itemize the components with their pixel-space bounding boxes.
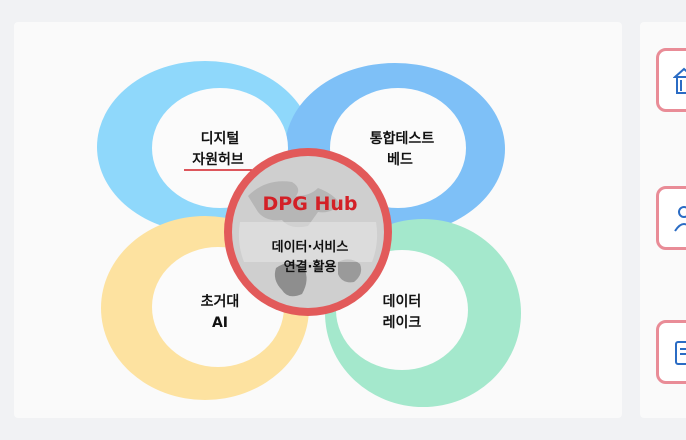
- building-icon-card[interactable]: [656, 48, 686, 112]
- people-icon-card[interactable]: [656, 186, 686, 250]
- node-label-bottom-left-2: AI: [212, 315, 228, 331]
- document-icon-card[interactable]: [656, 320, 686, 384]
- document-icon: [675, 341, 686, 365]
- people-icon: [674, 206, 686, 232]
- hub-title: DPG Hub: [263, 193, 358, 215]
- node-label-top-left-1: 디지털: [201, 130, 240, 147]
- globe-continent-east: [338, 259, 362, 283]
- hub-center: DPG Hub 데이터·서비스 연결·활용: [224, 148, 392, 316]
- node-label-bottom-right-1: 데이터: [383, 293, 422, 310]
- node-label-bottom-left-1: 초거대: [201, 294, 240, 310]
- building-icon: [673, 67, 686, 94]
- globe-band: [238, 222, 378, 262]
- globe-continent: [248, 181, 340, 228]
- hub-subtitle-2: 연결·활용: [284, 259, 337, 275]
- node-label-bottom-right-2: 레이크: [383, 314, 422, 331]
- node-label-top-right-2: 베드: [387, 152, 413, 168]
- globe-continent-south: [274, 263, 307, 297]
- node-label-top-right-1: 통합테스트: [370, 130, 435, 147]
- hub-subtitle-1: 데이터·서비스: [272, 239, 349, 255]
- node-label-top-left-2: 자원허브: [192, 151, 244, 168]
